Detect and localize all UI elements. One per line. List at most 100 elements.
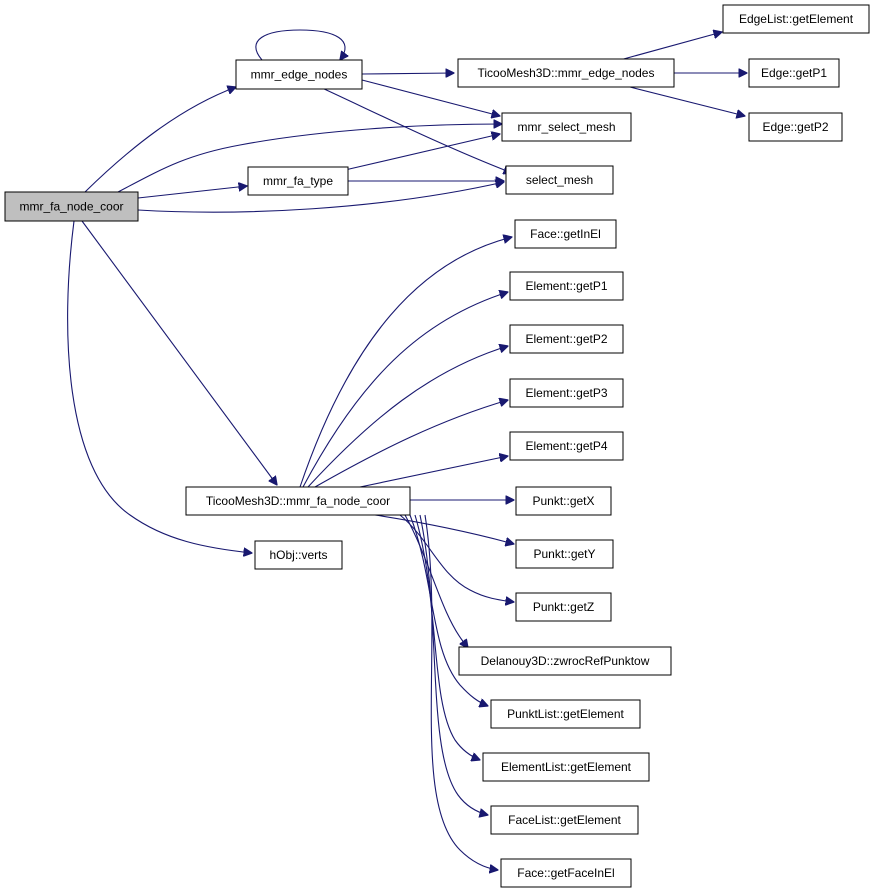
node-label: mmr_edge_nodes (251, 68, 348, 82)
node-label: Element::getP2 (525, 332, 607, 346)
edge-ticoo-element_getp3 (314, 400, 508, 488)
edge-mmr_fa_node_coor-ticoo_mmr_fa_node_coor (81, 220, 277, 485)
node-ticoo-mmr-edge-nodes[interactable]: TicooMesh3D::mmr_edge_nodes (457, 58, 675, 88)
node-box (515, 486, 612, 516)
node-label: Punkt::getX (532, 494, 594, 508)
node-box (490, 805, 639, 835)
edge-ticoo-face_getfaceinel (424, 514, 498, 870)
node-punkt-getz[interactable]: Punkt::getZ (515, 592, 612, 622)
node-box (482, 752, 650, 782)
node-face-getfaceinel[interactable]: Face::getFaceInEl (500, 858, 632, 888)
node-label: ElementList::getElement (501, 760, 632, 774)
node-label: mmr_fa_type (263, 174, 333, 188)
edge-ticoo-punktlist_getelement (409, 514, 488, 706)
node-mmr-fa-node-coor[interactable]: mmr_fa_node_coor (4, 191, 139, 222)
edge-ticoo-punkt_getz (399, 514, 514, 602)
node-label: Element::getP3 (525, 386, 607, 400)
edges-layer (67, 29, 747, 870)
node-label: Face::getFaceInEl (517, 866, 614, 880)
edge-mmr_edge_nodes-ticoo_mmr_edge_nodes (361, 73, 454, 74)
node-box (490, 699, 641, 729)
node-box (722, 4, 870, 34)
node-element-getp2[interactable]: Element::getP2 (509, 324, 624, 354)
node-box (514, 219, 617, 249)
node-label: Edge::getP2 (762, 120, 828, 134)
edge-ticoo_mmr_edge_nodes-edge_getp2 (629, 86, 745, 116)
edge-mmr_fa_node_coor-mmr_select_mesh (117, 124, 502, 193)
node-mmr-select-mesh[interactable]: mmr_select_mesh (501, 112, 632, 142)
node-punktlist-getelement[interactable]: PunktList::getElement (490, 699, 641, 729)
edge-ticoo-element_getp4 (359, 456, 508, 488)
edge-ticoo-face_getinel (299, 237, 512, 488)
node-box (505, 165, 614, 195)
edge-mmr_fa_node_coor-hobj_verts (67, 220, 252, 553)
node-label: Element::getP1 (525, 279, 607, 293)
node-ticoo-mmr-fa-node-coor[interactable]: TicooMesh3D::mmr_fa_node_coor (185, 486, 411, 516)
node-punkt-gety[interactable]: Punkt::getY (515, 539, 614, 569)
node-box (247, 166, 349, 196)
edge-ticoo-delanouy_zwroc (404, 514, 468, 648)
edge-mmr_edge_nodes-mmr_select_mesh (361, 79, 500, 116)
node-box (4, 191, 139, 222)
node-box (254, 540, 343, 570)
node-label: mmr_fa_node_coor (19, 200, 123, 214)
edge-ticoo-element_getp1 (302, 292, 508, 488)
node-label: PunktList::getElement (507, 707, 624, 721)
node-label: Punkt::getY (533, 547, 595, 561)
node-box (515, 539, 614, 569)
node-label: mmr_select_mesh (517, 120, 615, 134)
edge-ticoo-element_getp2 (307, 346, 508, 488)
edge-mmr_edge_nodes-select_mesh (321, 87, 512, 173)
node-element-getp3[interactable]: Element::getP3 (509, 378, 624, 408)
nodes-layer: mmr_fa_node_coor mmr_edge_nodes mmr_fa_typ… (4, 4, 870, 888)
node-box (509, 271, 624, 301)
node-delanouy-zwroc[interactable]: Delanouy3D::zwrocRefPunktow (458, 646, 672, 676)
node-label: Element::getP4 (525, 439, 607, 453)
node-label: Face::getInEl (530, 227, 601, 241)
node-label: select_mesh (526, 173, 593, 187)
node-box (515, 592, 612, 622)
node-edge-getp2[interactable]: Edge::getP2 (748, 112, 843, 142)
node-box (509, 324, 624, 354)
node-select-mesh[interactable]: select_mesh (505, 165, 614, 195)
edge-mmr_fa_node_coor-select_mesh (137, 182, 504, 213)
node-box (457, 58, 675, 88)
edge-ticoo_mmr_edge_nodes-edgelist_getelement (619, 32, 722, 61)
node-edge-getp1[interactable]: Edge::getP1 (748, 58, 840, 88)
node-label: FaceList::getElement (508, 813, 621, 827)
node-box (185, 486, 411, 516)
edge-ticoo-elementlist_getelement (414, 514, 480, 760)
node-box (748, 112, 843, 142)
node-box (748, 58, 840, 88)
node-box (458, 646, 672, 676)
node-face-getinel[interactable]: Face::getInEl (514, 219, 617, 249)
edge-mmr_fa_node_coor-mmr_edge_nodes (84, 87, 236, 193)
node-box (501, 112, 632, 142)
node-label: EdgeList::getElement (739, 12, 854, 26)
node-element-getp1[interactable]: Element::getP1 (509, 271, 624, 301)
node-box (500, 858, 632, 888)
node-box (235, 59, 363, 90)
node-edgelist-getelement[interactable]: EdgeList::getElement (722, 4, 870, 34)
node-mmr-fa-type[interactable]: mmr_fa_type (247, 166, 349, 196)
node-hobj-verts[interactable]: hObj::verts (254, 540, 343, 570)
edge-mmr_fa_type-mmr_select_mesh (344, 134, 500, 171)
node-punkt-getx[interactable]: Punkt::getX (515, 486, 612, 516)
node-element-getp4[interactable]: Element::getP4 (509, 431, 624, 461)
node-label: TicooMesh3D::mmr_fa_node_coor (206, 494, 390, 508)
node-facelist-getelement[interactable]: FaceList::getElement (490, 805, 639, 835)
edge-mmr_fa_node_coor-mmr_fa_type (137, 186, 247, 199)
node-box (509, 431, 624, 461)
node-label: TicooMesh3D::mmr_edge_nodes (478, 66, 655, 80)
node-label: Punkt::getZ (533, 600, 594, 614)
edge-ticoo-facelist_getelement (419, 514, 488, 815)
node-label: Delanouy3D::zwrocRefPunktow (481, 654, 650, 668)
node-box (509, 378, 624, 408)
node-label: hObj::verts (269, 548, 327, 562)
node-mmr-edge-nodes[interactable]: mmr_edge_nodes (235, 59, 363, 90)
node-label: Edge::getP1 (761, 66, 827, 80)
edge-ticoo-punkt_gety (374, 514, 514, 544)
node-elementlist-getelement[interactable]: ElementList::getElement (482, 752, 650, 782)
edge-mmr_edge_nodes-mmr_edge_nodes (255, 29, 345, 60)
